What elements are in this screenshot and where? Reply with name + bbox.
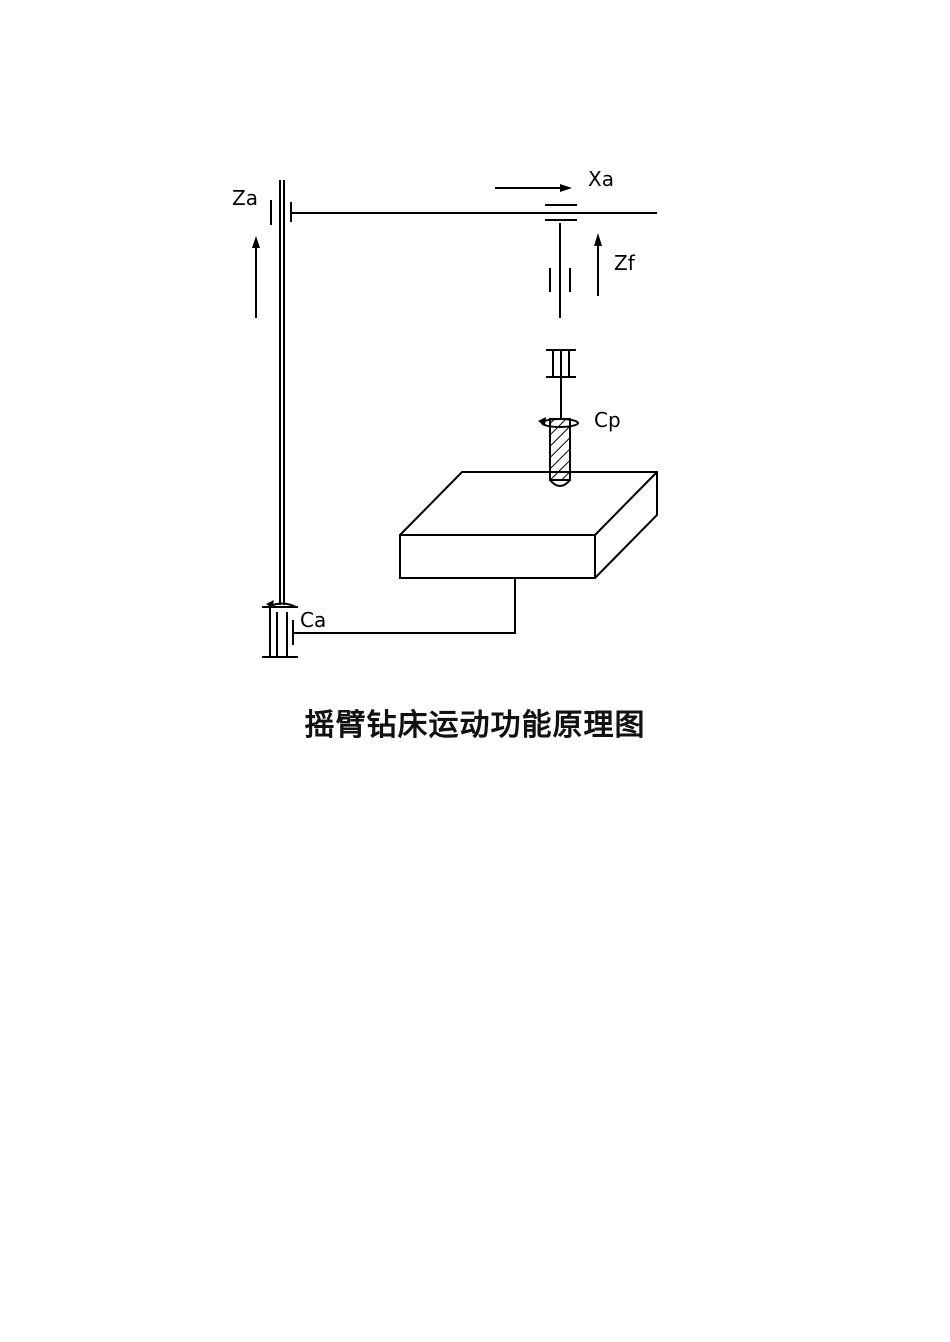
ca-rotation-arrow: [266, 600, 297, 608]
za-arrow: [252, 236, 260, 318]
label-zf: Zf: [614, 251, 636, 275]
label-za: Za: [232, 186, 258, 210]
label-cp: Cp: [594, 408, 621, 432]
column-base-bearing: [262, 606, 298, 658]
drill-bit: [549, 418, 571, 487]
zf-arrow: [594, 233, 602, 296]
column: [279, 180, 285, 605]
diagram-caption: 摇臂钻床运动功能原理图: [304, 708, 646, 743]
spindle-clamp: [546, 349, 576, 378]
xa-arrow: [495, 184, 572, 192]
worktable: [399, 471, 658, 579]
label-ca: Ca: [300, 608, 326, 632]
headstock-slide: [545, 204, 577, 221]
spindle-bearing: [549, 268, 571, 292]
base-link: [293, 578, 516, 634]
label-xa: Xa: [588, 167, 614, 191]
